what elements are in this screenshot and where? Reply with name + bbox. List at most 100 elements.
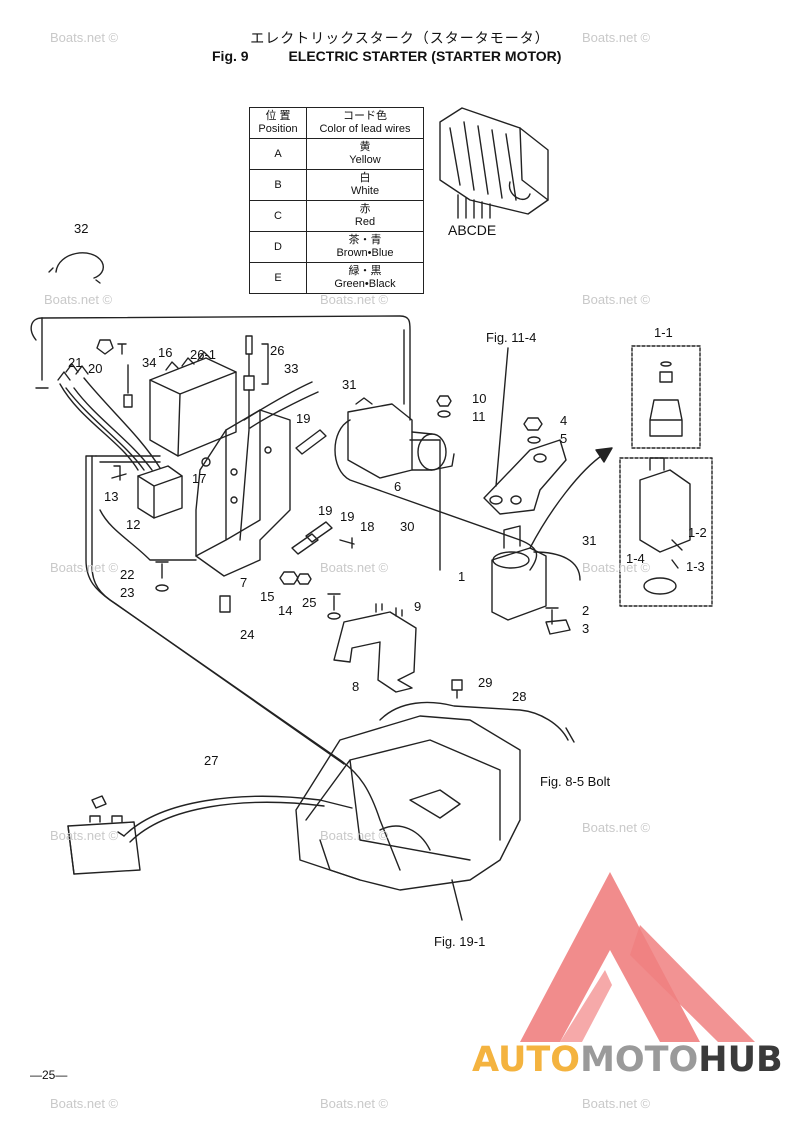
part-label: 1 (458, 569, 466, 584)
watermark: Boats.net © (320, 828, 389, 843)
watermark: Boats.net © (582, 560, 651, 575)
part-label: 1-2 (688, 525, 707, 540)
brand-logo-text: AUTOMOTOHUB (472, 1040, 783, 1080)
relay-box (149, 357, 237, 457)
brand-part-auto: AUTO (472, 1040, 581, 1080)
part-label: 20 (88, 361, 103, 376)
part-label: 6 (394, 479, 402, 494)
row-position: D (249, 231, 307, 263)
watermark: Boats.net © (320, 292, 389, 307)
title-english: Fig. 9 ELECTRIC STARTER (STARTER MOTOR) (212, 48, 561, 64)
watermark: Boats.net © (50, 560, 119, 575)
page-number: —25— (30, 1068, 68, 1082)
part-label: 14 (278, 603, 293, 618)
reference-fig-19-1: Fig. 19-1 (434, 934, 486, 949)
part-label: 28 (512, 689, 527, 704)
part-label: 19 (296, 411, 311, 426)
watermark: Boats.net © (320, 560, 389, 575)
starter-relay (347, 397, 455, 479)
brand-logo-mark (520, 872, 755, 1042)
row-position: C (249, 200, 307, 232)
part-label: 3 (582, 621, 590, 636)
battery (67, 815, 141, 875)
connector-letters: ABCDE (448, 222, 497, 238)
engine-block (295, 715, 521, 921)
watermark: Boats.net © (582, 292, 651, 307)
bracket-plate (195, 409, 291, 577)
starter-motor (491, 447, 613, 621)
part-label: 1-1 (654, 325, 673, 340)
part-label: 4 (560, 413, 568, 428)
watermark: Boats.net © (582, 30, 651, 45)
part-label: 17 (192, 471, 207, 486)
fig-number: Fig. 9 (212, 48, 249, 64)
part-label: 26 (270, 343, 285, 358)
part-label: 1-3 (686, 559, 705, 574)
watermark: Boats.net © (582, 820, 651, 835)
row-position: A (249, 138, 307, 170)
part-label: 13 (104, 489, 119, 504)
part-label: 15 (260, 589, 275, 604)
watermark: Boats.net © (50, 828, 119, 843)
part-label: 18 (360, 519, 375, 534)
watermark: Boats.net © (44, 292, 113, 307)
title-japanese: エレクトリックスターク（スタータモータ） (250, 30, 550, 46)
part-label: 2 (582, 603, 590, 618)
part-label: 26-1 (190, 347, 217, 362)
part-label: 16 (158, 345, 173, 360)
part-label: 25 (302, 595, 317, 610)
watermark: Boats.net © (50, 1096, 119, 1111)
part-label: 5 (560, 431, 568, 446)
part-label: 19 (340, 509, 355, 524)
reference-fig-8-5: Fig. 8-5 Bolt (540, 774, 611, 789)
part-label: 31 (342, 377, 357, 392)
brand-part-moto: MOTO (580, 1040, 699, 1080)
part-label: 7 (240, 575, 248, 590)
watermark: Boats.net © (50, 30, 119, 45)
part-label: 9 (414, 599, 422, 614)
row-position: B (249, 169, 307, 201)
part-label: 12 (126, 517, 141, 532)
part-label: 22 (120, 567, 135, 582)
part-label: 23 (120, 585, 135, 600)
part-label: 24 (240, 627, 255, 642)
part-label: 11 (472, 409, 486, 424)
fig-title: ELECTRIC STARTER (STARTER MOTOR) (288, 48, 562, 64)
brand-part-hub: HUB (698, 1040, 783, 1080)
ring-part (55, 252, 104, 279)
rectifier-connector (439, 107, 549, 219)
part-label: 33 (284, 361, 299, 376)
ignition-coil (137, 465, 183, 519)
part-label: 1-4 (626, 551, 645, 566)
bracket-8 (333, 611, 417, 693)
row-position: E (249, 262, 307, 294)
watermark: Boats.net © (582, 1096, 651, 1111)
part-label: 21 (68, 355, 83, 370)
part-label: 31 (582, 533, 597, 548)
part-label: 30 (400, 519, 415, 534)
part-label: 34 (142, 355, 157, 370)
part-label: 8 (352, 679, 360, 694)
part-label: 10 (472, 391, 487, 406)
part-label: 19 (318, 503, 333, 518)
reference-fig-11-4: Fig. 11-4 (486, 330, 537, 345)
part-label: 29 (478, 675, 493, 690)
part-label: 32 (74, 221, 89, 236)
watermark: Boats.net © (320, 1096, 389, 1111)
part-label: 27 (204, 753, 219, 768)
